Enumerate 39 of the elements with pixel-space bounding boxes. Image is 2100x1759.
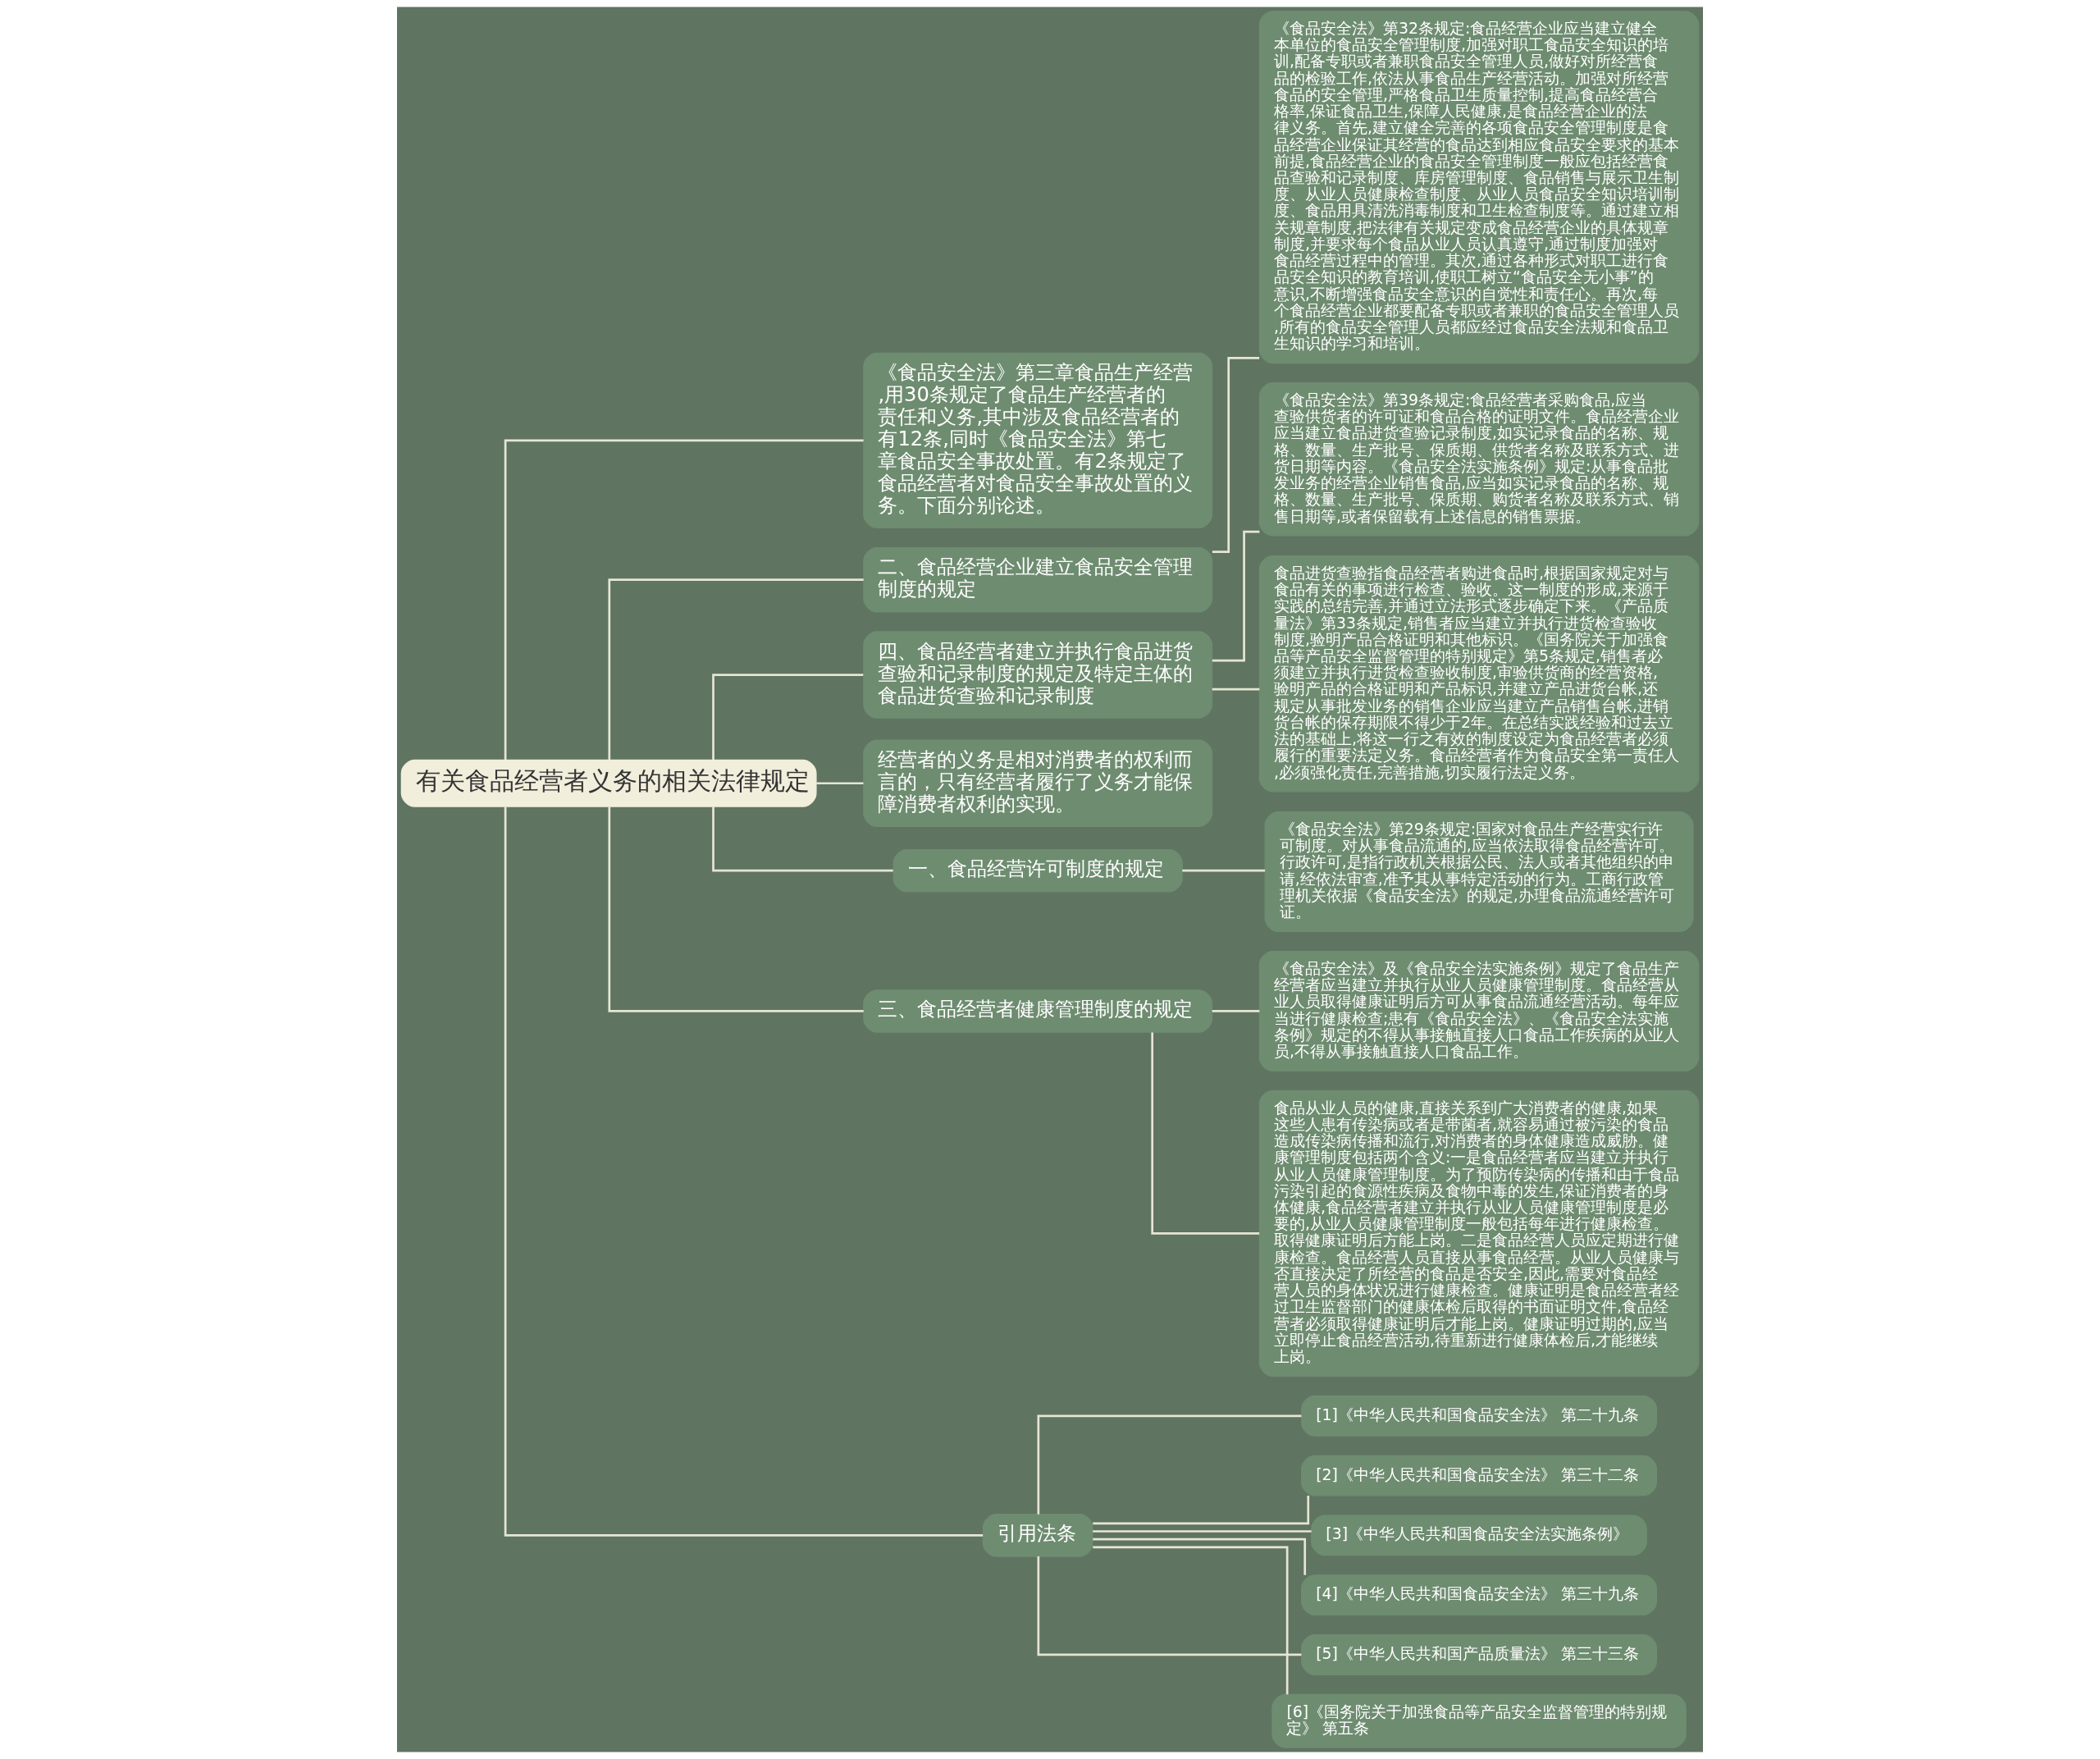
node-box: 食品进货查验指食品经营者购进食品时,根据国家规定对与食品有关的事项进行检查、验收。这一制度的形成,来源于实践的总结完善,并通过立法形式逐步确定下来。《产品质量法》第33条规定,销售者应当建立并执行进货检查验收制度,验明产品合格证明和其他标识。《国务院关于加强食品等产品安全监督管理的特别规定》第5条规定,销售者必须建立并执行进货检查验收制度,审验供货商的经营资格,验明产品的合格证明和产品标识,并建立产品进货台帐,还规定从事批发业务的销售企业应当建立产品销售台帐,进销货台帐的保存期限不得少于2年。在总结实践经验和过去立法的基础上,将这一行之有效的制度设定为食品经营者必须履行的重要法定义务。食品经营者作为食品安全第一责任人,必须强化责任,完善措施,切实履行法定义务。 [1258,555,1700,793]
connector [608,806,864,1012]
node-box: [4]《中华人民共和国食品安全法》 第三十九条 [1301,1574,1658,1616]
node-box: 食品从业人员的健康,直接关系到广大消费者的健康,如果这些人患有传染病或者是带菌者,就容易通过被污染的食品造成传染病传播和流行,对消费者的身体健康造成威胁。健康管理制度包括两个含义:一是食品经营者应当建立并执行从业人员健康管理制度。为了预防传染病的传播和由于食品污染引起的食源性疾病及食物中毒的发生,保证消费者的身体健康,食品经营者建立并执行从业人员健康管理制度是必要的,从业人员健康管理制度一般包括每年进行健康检查。取得健康证明后方能上岗。二是食品经营人员应定期进行健康检查。食品经营人员直接从事食品经营。从业人员健康与否直接决定了所经营的食品是否安全,因此,需要对食品经营人员的身体状况进行健康检查。健康证明是食品经营者经过卫生监督部门的健康体检后取得的书面证明文件,食品经营者必须取得健康证明后才能上岗。健康证明过期的,应当立即停止食品经营活动,待重新进行健康体检后,才能继续上岗。 [1258,1090,1700,1377]
connector [1212,357,1260,553]
node-box: 二、食品经营企业建立食品安全管理制度的规定 [863,546,1213,613]
node-box: 三、食品经营者健康管理制度的规定 [863,989,1213,1033]
connector [1093,1530,1312,1533]
node-box: 四、食品经营者建立并执行食品进货查验和记录制度的规定及特定主体的食品进货查验和记录制度 [863,631,1213,719]
node-box: [2]《中华人民共和国食品安全法》 第三十二条 [1301,1455,1658,1496]
connector [712,806,893,872]
connector [1212,530,1260,662]
node-box: [1]《中华人民共和国食品安全法》 第二十九条 [1301,1395,1658,1437]
connector [1182,869,1266,872]
node-box: [3]《中华人民共和国食品安全法实施条例》 [1311,1515,1647,1556]
connector [1093,1537,1307,1575]
connector [608,578,864,761]
connector [1212,1010,1260,1012]
connector [1093,1546,1289,1695]
connector [1093,1495,1310,1525]
node-box: 经营者的义务是相对消费者的权利而言的，只有经营者履行了义务才能保障消费者权利的实现。 [863,739,1213,827]
connector [1212,688,1260,691]
connector [504,439,864,760]
connector [504,806,984,1537]
connector [1037,1556,1302,1656]
connector [712,674,864,761]
node-box: 《食品安全法》第三章食品生产经营,用30条规定了食品生产经营者的责任和义务,其中涉及食品经营者的有12条,同时《食品安全法》第七章食品安全事故处置。有2条规定了食品经营者对食品安全事故处置的义务。下面分别论述。 [863,352,1213,528]
node-box: 《食品安全法》第39条规定:食品经营者采购食品,应当查验供货者的许可证和食品合格的证明文件。食品经营企业应当建立食品进货查验记录制度,如实记录食品的名称、规格、数量、生产批号、保质期、供货者名称及联系方式、进货日期等内容。《食品安全法实施条例》规定:从事食品批发业务的经营企业销售食品,应当如实记录食品的名称、规格、数量、生产批号、保质期、购货者名称及联系方式、销售日期等,或者保留载有上述信息的销售票据。 [1258,382,1700,537]
node-box: [6]《国务院关于加强食品等产品安全监督管理的特别规定》 第五条 [1271,1693,1687,1748]
node-box: 《食品安全法》第29条规定:国家对食品生产经营实行许可制度。对从事食品流通的,应当依法取得食品经营许可。行政许可,是指行政机关根据公民、法人或者其他组织的申请,经依法审查,准予其从事特定活动的行为。工商行政管理机关依据《食品安全法》的规定,办理食品流通经营许可证。 [1264,811,1694,933]
node-box: 引用法条 [982,1514,1093,1557]
node-box: [5]《中华人民共和国产品质量法》 第三十三条 [1301,1634,1658,1675]
node-box: 《食品安全法》第32条规定:食品经营企业应当建立健全本单位的食品安全管理制度,加强对职工食品安全知识的培训,配备专职或者兼职食品安全管理人员,做好对所经营食品的检验工作,依法从事食品生产经营活动。加强对所经营食品的安全管理,严格食品卫生质量控制,提高食品经营合格率,保证食品卫生,保障人民健康,是食品经营企业的法律义务。首先,建立健全完善的各项食品安全管理制度是食品经营企业保证其经营的食品达到相应食品安全要求的基本前提,食品经营企业的食品安全管理制度一般应包括经营食品查验和记录制度、库房管理制度、食品销售与展示卫生制度、从业人员健康检查制度、从业人员食品安全知识培训制度、食品用具清洗消毒制度和卫生检查制度等。通过建立相关规章制度,把法律有关规定变成食品经营企业的具体规章制度,并要求每个食品从业人员认真遵守,通过制度加强对食品经营过程中的管理。其次,通过各种形式对职工进行食品安全知识的教育培训,使职工树立“食品安全无小事”的意识,不断增强食品安全意识的自觉性和责任心。再次,每个食品经营企业都要配备专职或者兼职的食品安全管理人员,所有的食品安全管理人员都应经过食品安全法规和食品卫生知识的学习和培训。 [1258,11,1700,364]
node-box: 《食品安全法》及《食品安全法实施条例》规定了食品生产经营者应当建立并执行从业人员健康管理制度。食品经营从业人员取得健康证明后方可从事食品流通经营活动。每年应当进行健康检查;患有《食品安全法》、《食品安全法实施条例》规定的不得从事接触直接人口食品工作疾病的从业人员,不得从事接触直接人口食品工作。 [1258,950,1700,1071]
connector [1037,1414,1302,1515]
connector [1151,1032,1260,1235]
connector [816,782,864,785]
node-box: 一、食品经营许可制度的规定 [892,848,1183,893]
node-box: 有关食品经营者义务的相关法律规定 [400,759,817,807]
